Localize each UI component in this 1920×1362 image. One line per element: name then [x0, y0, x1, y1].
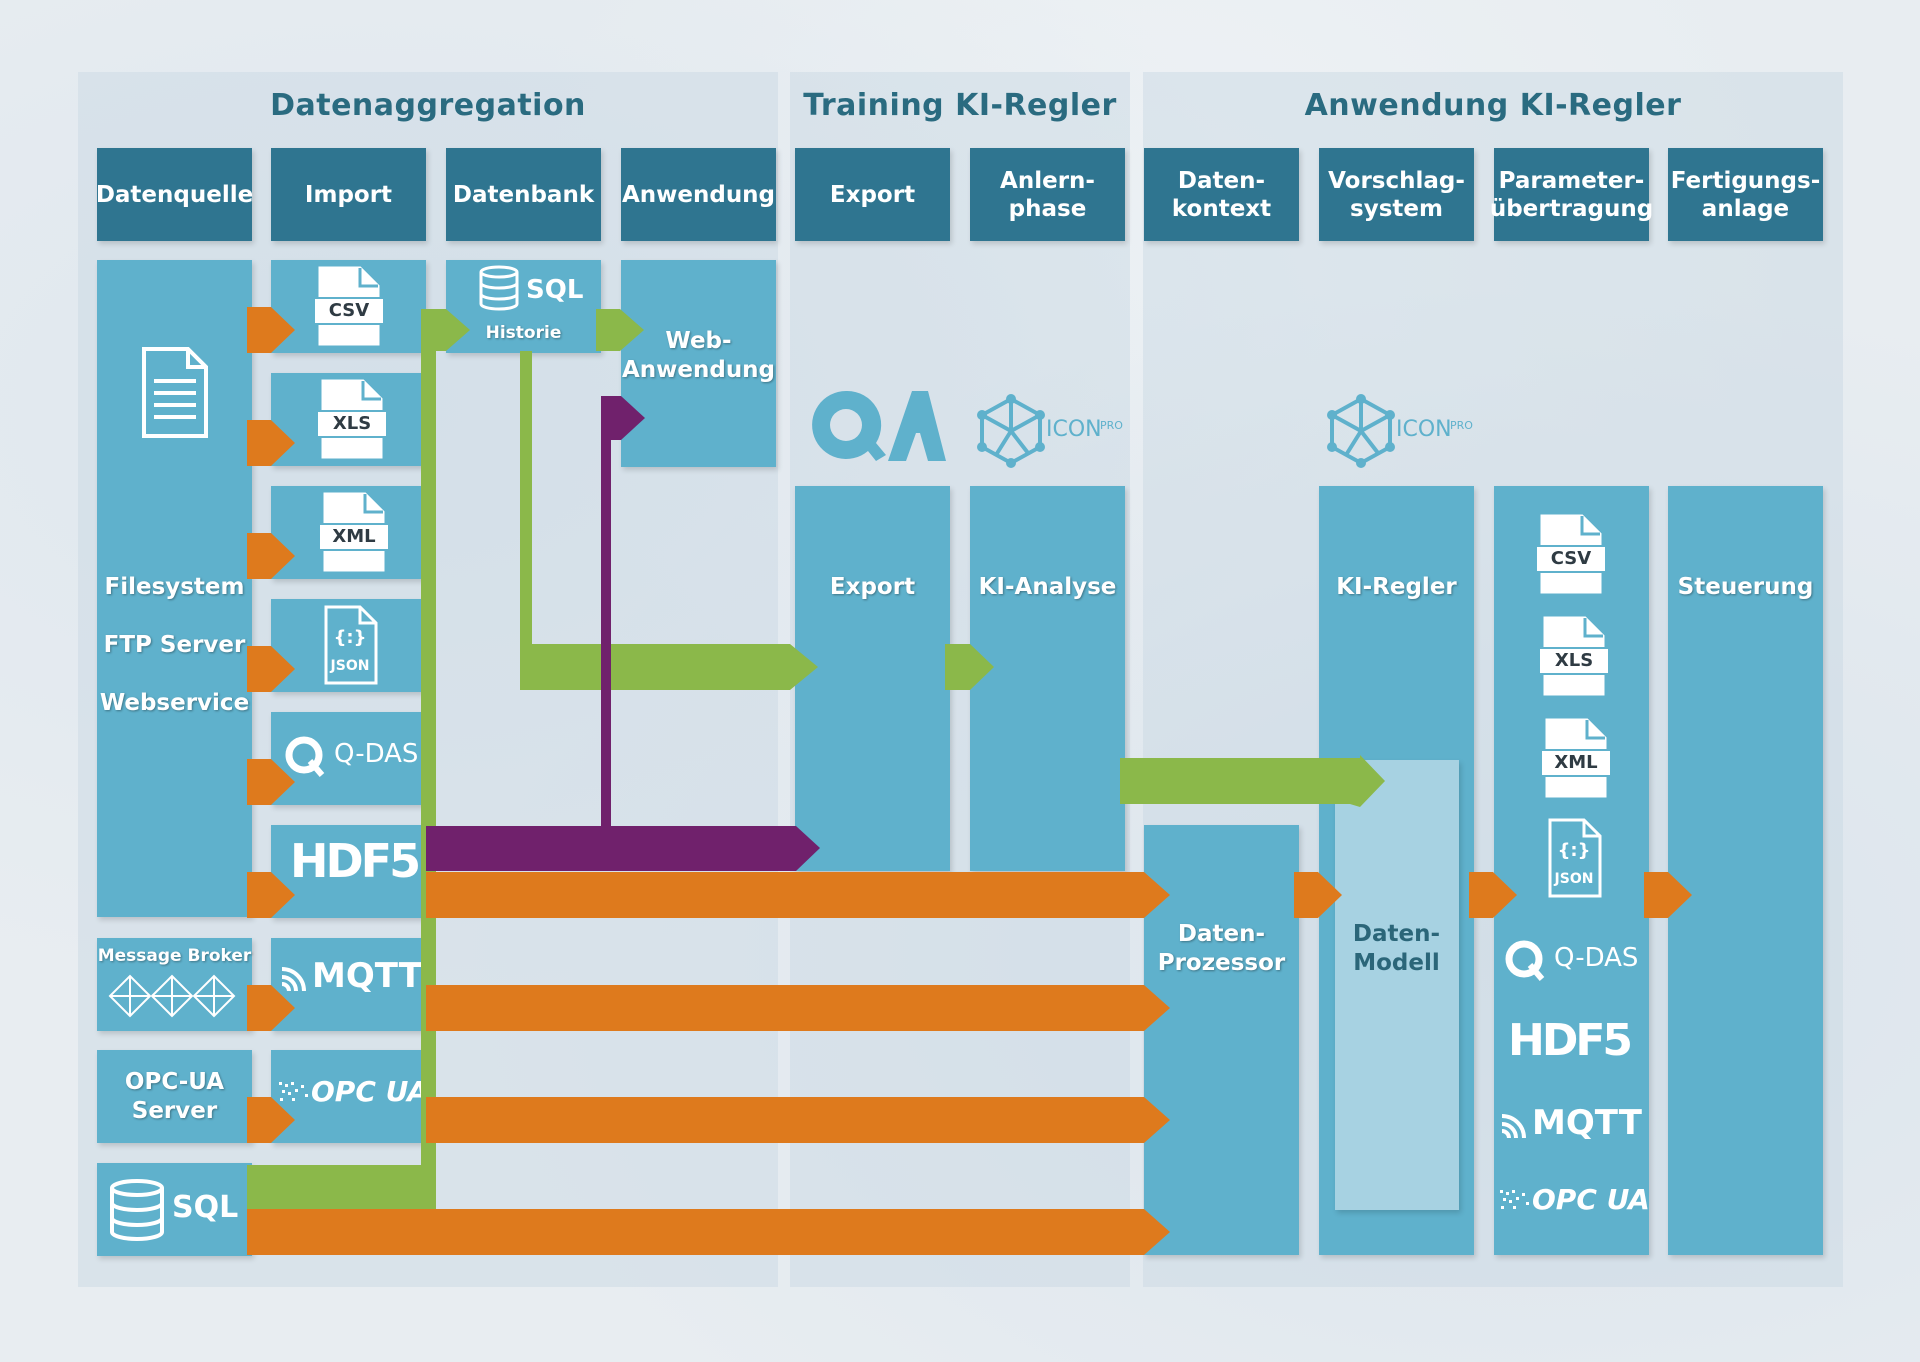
import-qdas-box	[271, 712, 426, 805]
source-ftp: FTP Server	[103, 632, 246, 658]
mqtt-logo: MQTT	[280, 955, 426, 1001]
opcua-logo: OPC UA	[277, 1070, 429, 1112]
green-flow-upper	[421, 309, 436, 869]
header-anwendung: Anwendung	[621, 148, 776, 241]
datenbank-historie: Historie	[485, 323, 562, 343]
file-xml-icon: XML	[1540, 716, 1612, 800]
iconpro-text: ICON	[1046, 417, 1102, 442]
source-webservice: Webservice	[99, 690, 250, 716]
import-mqtt-label: MQTT	[312, 956, 422, 996]
document-icon	[142, 347, 208, 438]
export-box	[795, 486, 950, 871]
hdf5-logo: HDF5	[290, 834, 421, 888]
json-braces: {:}	[333, 627, 367, 648]
import-opcua-label: OPC UA	[311, 1075, 429, 1108]
file-csv-icon: CSV	[313, 264, 385, 348]
import-opcua-box	[271, 1050, 426, 1143]
header-datenkontext: Daten- kontext	[1144, 148, 1299, 241]
file-json-icon: {:} JSON	[320, 603, 380, 687]
web-anwendung-box	[621, 260, 776, 467]
ki-analyse-label: KI-Analyse	[978, 574, 1117, 600]
import-mqtt-box	[271, 938, 426, 1031]
param-xls-label: XLS	[1554, 650, 1594, 671]
header-parameter: Parameter- übertragung	[1490, 148, 1653, 241]
param-mqtt-label: MQTT	[1532, 1103, 1642, 1143]
web-anwendung-label: Web- Anwendung	[621, 328, 776, 383]
iconpro-logo: ICON PRO	[977, 394, 1128, 468]
datenmodell-label: Daten- Modell	[1352, 921, 1441, 976]
param-xml-label: XML	[1554, 752, 1598, 773]
header-datenbank: Datenbank	[446, 148, 601, 241]
green-flow	[247, 309, 1385, 1209]
datenmodell-box	[1335, 760, 1459, 1210]
orange-flow	[247, 307, 1692, 1255]
datenbank-sql: SQL	[526, 275, 584, 305]
param-hdf5-label: HDF5	[1508, 1015, 1633, 1066]
purple-flow	[426, 396, 820, 871]
param-qdas-label: Q-DAS	[1554, 943, 1639, 973]
iconpro-sup: PRO	[1100, 419, 1123, 432]
header-import: Import	[271, 148, 426, 241]
datenprozessor-label: Daten- Prozessor	[1157, 921, 1286, 976]
file-xls-icon: XLS	[1538, 614, 1610, 698]
import-qdas-label: Q-DAS	[334, 739, 419, 769]
file-json-icon: {:} JSON	[1544, 816, 1604, 900]
database-icon	[479, 265, 519, 311]
datenprozessor-box	[1144, 825, 1299, 1255]
qdas-logo: Q-DAS	[1504, 937, 1644, 987]
import-hdf5-box	[271, 825, 426, 918]
filesystem-box	[97, 260, 252, 917]
import-csv-label: CSV	[328, 300, 370, 321]
header-vorschlagsystem: Vorschlag- system	[1319, 148, 1474, 241]
file-csv-icon: CSV	[1535, 512, 1607, 596]
source-opcua-server: OPC-UA Server	[124, 1069, 225, 1124]
import-xls-label: XLS	[332, 413, 372, 434]
mqtt-logo: MQTT	[1500, 1102, 1646, 1148]
database-icon	[110, 1179, 164, 1241]
iconpro-text: ICON	[1396, 417, 1452, 442]
param-opcua-label: OPC UA	[1532, 1183, 1650, 1216]
section-title-datenaggregation: Datenaggregation	[270, 88, 586, 123]
json-braces: {:}	[1557, 840, 1591, 861]
opcua-server-box	[97, 1050, 252, 1143]
historie-box	[446, 260, 601, 353]
import-json-box	[271, 599, 426, 692]
param-json-label: JSON	[1554, 871, 1594, 887]
import-hdf5-label: HDF5	[290, 834, 421, 888]
header-export: Export	[795, 148, 950, 241]
header-fertigung: Fertigungs- anlage	[1668, 148, 1823, 241]
hdf5-logo: HDF5	[1508, 1015, 1633, 1066]
qdas-logo: Q-DAS	[284, 733, 424, 783]
training-export-label: Export	[829, 574, 916, 600]
header-datenquelle: Datenquelle	[96, 148, 253, 241]
param-csv-label: CSV	[1550, 548, 1592, 569]
section-title-training: Training KI-Regler	[803, 88, 1117, 123]
import-json-label: JSON	[330, 658, 370, 674]
iconpro-sup: PRO	[1450, 419, 1473, 432]
source-sql: SQL	[172, 1190, 239, 1225]
section-title-anwendung: Anwendung KI-Regler	[1304, 88, 1682, 123]
qa-logo: QA	[806, 385, 946, 465]
message-broker-icon	[108, 974, 236, 1018]
import-xml-label: XML	[332, 526, 376, 547]
file-xml-icon: XML	[318, 490, 390, 574]
ki-regler-label: KI-Regler	[1336, 574, 1457, 600]
file-xls-icon: XLS	[316, 377, 388, 461]
steuerung-label: Steuerung	[1677, 574, 1814, 600]
steuerung-box	[1668, 486, 1823, 1255]
ki-analyse-box	[970, 486, 1125, 871]
opcua-logo: OPC UA	[1498, 1178, 1650, 1220]
header-anlernphase: Anlern- phase	[970, 148, 1125, 241]
source-message-broker: Message Broker	[97, 946, 252, 966]
source-filesystem: Filesystem	[104, 574, 245, 600]
iconpro-logo: ICON PRO	[1327, 394, 1478, 468]
